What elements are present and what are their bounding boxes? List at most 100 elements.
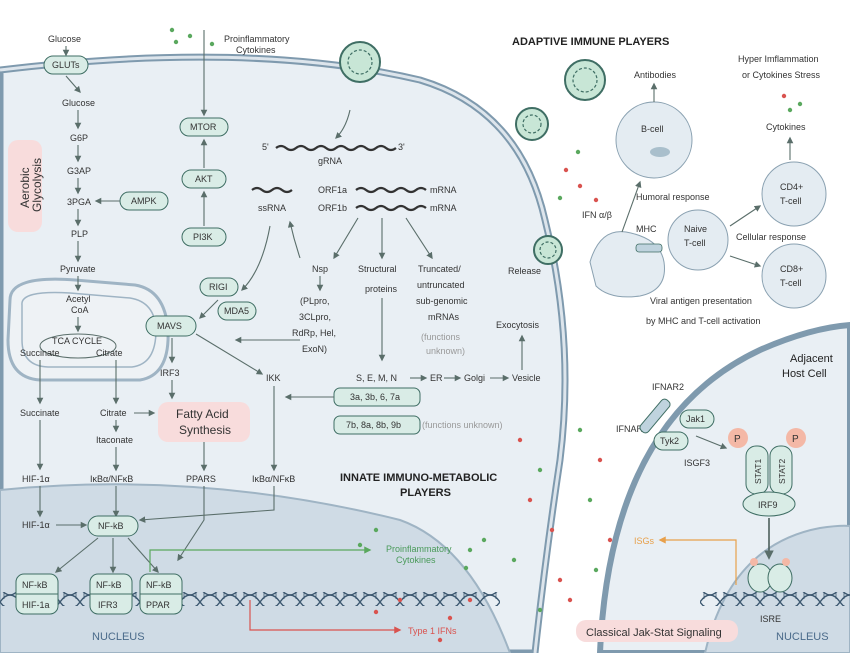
g6p-label: G6P	[70, 133, 88, 143]
vesicle-label: Vesicle	[512, 373, 541, 383]
viral-presentation-1: Viral antigen presentation	[650, 296, 752, 306]
release-label: Release	[508, 266, 541, 276]
dna-strand-right	[700, 592, 850, 606]
mhc-label: MHC	[636, 224, 657, 234]
pi3k-label: PI3K	[193, 232, 213, 242]
citrate-mito: Citrate	[96, 348, 123, 358]
signal-dot	[511, 557, 517, 563]
nfkb-central-label: NF-kB	[98, 521, 124, 531]
isre-label: ISRE	[760, 614, 781, 624]
g3ap-label: G3AP	[67, 166, 91, 176]
humoral-label: Humoral response	[636, 192, 710, 202]
structural-label-2: proteins	[365, 284, 398, 294]
coa-label: CoA	[71, 305, 89, 315]
mrna-label-1: mRNA	[430, 185, 457, 195]
signal-dot	[587, 497, 593, 503]
rigi-label: RIGI	[209, 282, 228, 292]
ikba-nfkb-label-1: IκBα/NFκB	[90, 474, 133, 484]
cd4-label-1: CD4+	[780, 182, 803, 192]
ppars-label: PPARS	[186, 474, 216, 484]
hif-label: HIF-1a	[22, 600, 50, 610]
proinflam-top-1: Proinflammatory	[224, 34, 290, 44]
rigi-node	[199, 277, 239, 297]
hif1a-label-2: HIF-1α	[22, 520, 50, 530]
p2-label: P	[792, 434, 799, 445]
mrna-label-2: mRNA	[430, 203, 457, 213]
adaptive-heading: ADAPTIVE IMMUNE PLAYERS	[512, 36, 669, 48]
mavs-node	[145, 315, 197, 337]
mavs-label: MAVS	[157, 321, 182, 331]
signal-dot	[463, 565, 469, 571]
rna-5prime: 5'	[262, 142, 269, 152]
akt-label: AKT	[195, 174, 213, 184]
accessory-1-label: 3a, 3b, 6, 7a	[350, 392, 400, 402]
mda5-label: MDA5	[224, 306, 249, 316]
p1-label: P	[734, 434, 741, 445]
naive-label-1: Naive	[684, 224, 707, 234]
fas-label-1: Fatty Acid	[176, 407, 229, 421]
truncated-label-1: Truncated/	[418, 264, 461, 274]
hyper-inflam-2: or Cytokines Stress	[742, 70, 821, 80]
cd8-label-1: CD8+	[780, 264, 803, 274]
classical-jakstat-label: Classical Jak-Stat Signaling	[586, 627, 722, 639]
pi3k-node	[181, 227, 227, 247]
ssrna-strand	[251, 186, 293, 194]
signal-dot	[577, 183, 583, 189]
irf9-node	[742, 491, 796, 517]
irf9-label: IRF9	[758, 500, 778, 510]
cd4-tcell	[761, 161, 827, 227]
tyk2-label: Tyk2	[660, 436, 679, 446]
nfkb-1-label: NF-kB	[22, 580, 48, 590]
irf3-nucleus-label: IFR3	[98, 600, 118, 610]
ikba-nfkb-label-2: IκBα/NFκB	[252, 474, 295, 484]
functions-unknown-2: unknown)	[426, 346, 465, 356]
virus-release	[533, 235, 563, 265]
grna-strand	[275, 144, 397, 152]
truncated-label-3: sub-genomic	[416, 296, 468, 306]
cytokines-label: Cytokines	[766, 122, 806, 132]
signal-dot	[567, 597, 573, 603]
nucleus-label-right: NUCLEUS	[776, 631, 829, 643]
signal-dot	[593, 567, 599, 573]
virus-adaptive-1	[564, 59, 606, 101]
mtor-node	[179, 117, 229, 137]
signal-dot	[467, 547, 473, 553]
accessory-2-note: (functions unknown)	[422, 420, 503, 430]
signal-dot	[577, 427, 583, 433]
glucose-inside: Glucose	[62, 98, 95, 108]
tyk2-node	[653, 431, 689, 451]
phospho-1	[728, 428, 748, 448]
cytokine-dots	[169, 27, 803, 643]
signal-dot	[549, 527, 555, 533]
signal-dot	[481, 537, 487, 543]
phospho-2	[786, 428, 806, 448]
signal-dot	[437, 637, 443, 643]
naive-tcell	[667, 209, 729, 271]
mda5-node	[217, 301, 257, 321]
antibodies-label: Antibodies	[634, 70, 677, 80]
virus-top	[339, 41, 381, 83]
plp-label: PLP	[71, 229, 88, 239]
exocytosis-label: Exocytosis	[496, 320, 540, 330]
adjacent-heading-1: Adjacent	[790, 353, 833, 365]
signal-dot	[517, 437, 523, 443]
ampk-label: AMPK	[131, 196, 157, 206]
innate-heading-2: PLAYERS	[400, 487, 451, 499]
glycolysis-label: Glycolysis	[30, 158, 44, 212]
ifnar-receptor	[639, 398, 671, 434]
type1-ifn-label: Type 1 IFNs	[408, 626, 457, 636]
isre-complex	[747, 558, 793, 593]
hyper-inflam-1: Hyper Imflammation	[738, 54, 819, 64]
signal-dot	[173, 39, 179, 45]
tca-cycle-label: TCA CYCLE	[52, 336, 102, 346]
signal-dot	[607, 537, 613, 543]
apc-cell	[589, 231, 665, 298]
viral-presentation-2: by MHC and T-cell activation	[646, 316, 760, 326]
bcell-label: B-cell	[641, 124, 664, 134]
glucose-outside: Glucose	[48, 34, 81, 44]
signal-dot	[563, 167, 569, 173]
semn-label: S, E, M, N	[356, 373, 397, 383]
gluts-transporter	[43, 55, 89, 75]
